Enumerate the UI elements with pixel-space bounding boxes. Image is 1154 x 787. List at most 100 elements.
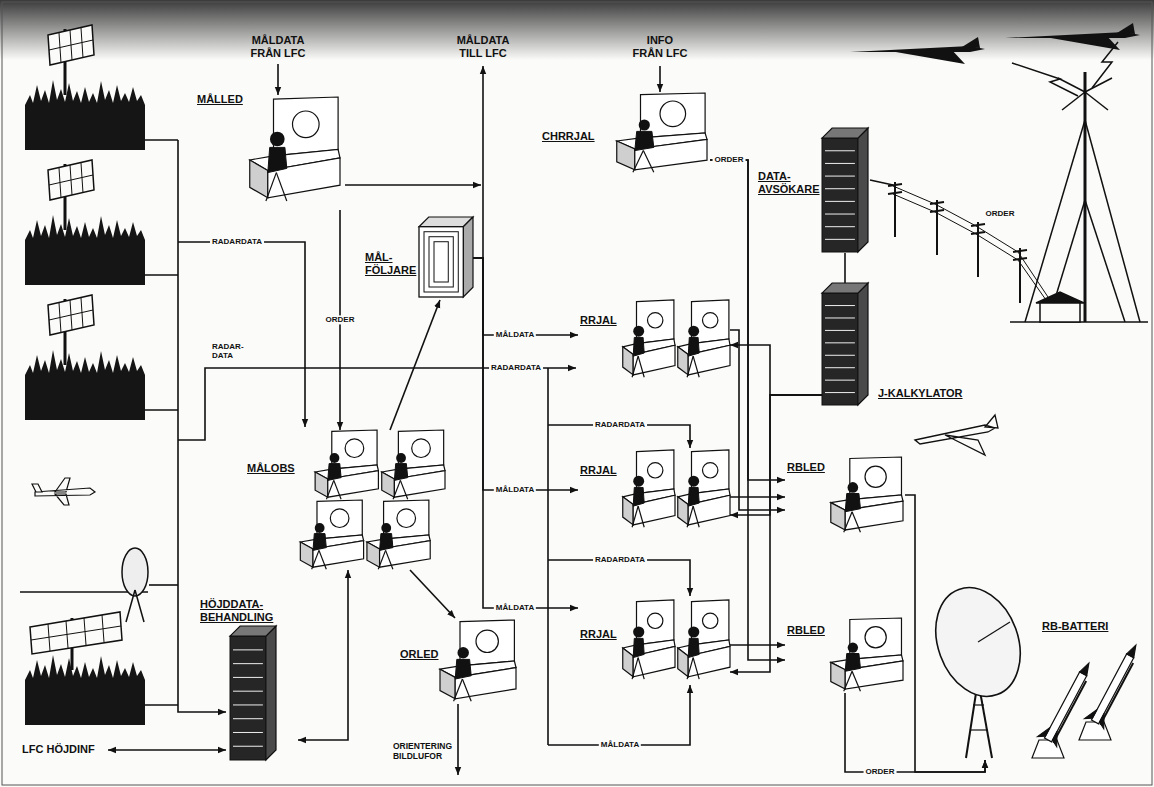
aircraft [32, 23, 1140, 505]
drawing-part [122, 548, 148, 596]
drawing-part [687, 356, 693, 377]
operator-console: RBLED [785, 455, 905, 535]
drawing-part [145, 409, 178, 411]
station-drawing [300, 430, 445, 569]
drawing-part [328, 464, 341, 481]
drawing-part [693, 506, 699, 527]
drawing-part [315, 523, 325, 533]
drawing-part [434, 242, 448, 282]
drawing-part [1085, 200, 1125, 322]
tracker-unit: MÅL- FÖLJARE [365, 215, 473, 300]
drawing-part [429, 237, 453, 287]
drawing-part [623, 648, 633, 677]
drawing-part [643, 151, 653, 173]
drawing-part [1032, 740, 1064, 758]
drawing-part [1098, 713, 1111, 729]
drawing-part [825, 330, 855, 331]
drawing-part [381, 523, 391, 533]
drawing-part [632, 356, 638, 377]
connector-line [473, 258, 578, 490]
drawing-part [233, 649, 263, 650]
connector-label: MÅLDATA [494, 485, 536, 494]
drawing-part [178, 242, 305, 427]
connector-line [473, 258, 578, 608]
drawing-part [633, 638, 644, 657]
connector-label: MÅLDATA [494, 603, 536, 612]
signal-label: RADARDATA [210, 237, 264, 246]
source-label: MÅLDATA TILL LFC [452, 34, 514, 59]
connector-label: ORDER [713, 155, 746, 164]
connector-line [710, 160, 785, 660]
drawing-part [1013, 250, 1027, 252]
drawing-part [688, 638, 699, 657]
connector-line [844, 253, 846, 283]
drawing-part [233, 746, 263, 747]
drawing-part [412, 439, 431, 458]
drawing-part [440, 669, 455, 699]
drawing-part [419, 227, 463, 297]
drawing-part [1127, 643, 1140, 657]
station-drawing [822, 128, 868, 252]
drawing-part [894, 182, 896, 237]
drawing-part [623, 347, 633, 375]
drawing-part [921, 576, 1034, 709]
drawing-part [457, 704, 459, 775]
drawing-part [844, 512, 852, 533]
drawing-part [825, 367, 855, 368]
drawing-part [870, 180, 893, 185]
drawing-part [397, 509, 416, 528]
drawing-part [386, 550, 393, 569]
drawing-part [930, 202, 944, 204]
station-label: ORLED [400, 648, 439, 661]
drawing-part [482, 66, 484, 258]
operator-console: RRJAL [578, 598, 730, 683]
drawing-part [638, 658, 644, 680]
drawing-part [633, 326, 644, 337]
drawing-part [822, 128, 868, 138]
drawing-part [233, 691, 263, 692]
drawing-part [233, 732, 263, 733]
drawing-part [971, 224, 985, 226]
drawing-part [688, 476, 699, 487]
connector-label: ORDER [713, 155, 746, 164]
connector-line [410, 570, 455, 618]
drawing-part [277, 64, 279, 95]
drawing-part [380, 534, 393, 551]
station-illustration [578, 598, 730, 683]
connector-line [730, 330, 785, 510]
connector-label: ORDER [324, 315, 357, 324]
computer-cabinet: J-KALKYLATOR [822, 283, 972, 405]
drawing-part [831, 662, 845, 689]
drawing-part [825, 226, 855, 227]
drawing-part [315, 472, 328, 497]
drawing-part [367, 542, 380, 567]
drawing-part [145, 704, 178, 706]
drawing-part [25, 215, 145, 285]
drawing-part [424, 232, 458, 292]
drawing-part [639, 119, 650, 130]
drawing-part [648, 613, 663, 628]
drawing-part [266, 626, 276, 760]
drawing-part [476, 630, 498, 652]
drawing-part [633, 476, 644, 487]
drawing-part [850, 37, 985, 64]
drawing-part [313, 534, 326, 551]
operator-console: RRJAL [578, 450, 730, 530]
drawing-part [1080, 661, 1093, 675]
signal-label: RADAR- DATA [212, 342, 244, 360]
computer-cabinet: HÖJDDATA- BEHANDLING [198, 596, 298, 766]
connector-label: MÅLDATA [494, 330, 536, 339]
drawing-part [145, 139, 178, 141]
drawing-part [623, 497, 633, 525]
drawing-part [230, 636, 266, 760]
drawing-part [1084, 706, 1097, 722]
drawing-part [825, 305, 855, 306]
drawing-part [633, 151, 643, 173]
station-drawing [623, 600, 730, 679]
signal-label: RADARDATA [593, 420, 647, 429]
drawing-part [126, 590, 135, 622]
station-drawing [419, 217, 473, 297]
drawing-part [250, 160, 268, 198]
source-label: INFO FRÅN LFC [631, 34, 689, 59]
drawing-part [858, 283, 868, 405]
